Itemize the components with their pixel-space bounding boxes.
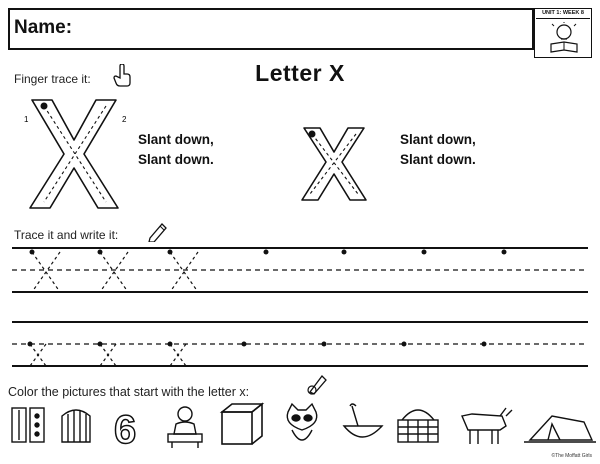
instruction-line: Slant down. <box>400 152 476 167</box>
raccoon-icon <box>286 402 318 441</box>
gate-icon <box>61 409 91 443</box>
letter-blocks-icon <box>11 407 45 443</box>
stroke-number-1: 1 <box>24 115 29 124</box>
lowercase-x-trace[interactable] <box>296 122 376 206</box>
child-at-desk-icon <box>167 406 203 448</box>
picnic-basket-icon <box>397 409 439 443</box>
instruction-line: Slant down, <box>400 132 476 147</box>
pointing-finger-icon <box>113 64 131 87</box>
finger-trace-label: Finger trace it: <box>14 72 91 86</box>
unit-box <box>534 8 592 58</box>
trace-write-label: Trace it and write it: <box>14 228 119 242</box>
uppercase-x-trace[interactable]: 1 2 <box>22 96 132 214</box>
traceable-lowercase-x <box>29 343 187 367</box>
name-box[interactable] <box>8 8 534 50</box>
stroke-number-2: 2 <box>122 115 127 124</box>
picture-row: 6 <box>11 402 596 452</box>
crayon-hand-icon <box>307 375 327 395</box>
handwriting-lines[interactable] <box>0 240 600 370</box>
name-label: Name: <box>14 17 73 38</box>
start-dots-row2 <box>27 341 487 347</box>
lightbulb-book-icon <box>550 22 578 53</box>
ox-icon <box>461 407 513 444</box>
page-title: Letter X <box>255 60 345 86</box>
color-pictures-label: Color the pictures that start with the l… <box>8 385 250 399</box>
box-icon <box>219 402 265 445</box>
pencil-icon <box>148 223 167 242</box>
tent-icon <box>524 415 596 443</box>
svg-text:6: 6 <box>114 408 136 452</box>
unit-label: UNIT 1: WEEK 8 <box>536 10 590 19</box>
mixing-bowl-icon <box>342 403 384 438</box>
number-six-icon: 6 <box>113 407 137 452</box>
uppercase-instructions: Slant down, Slant down. <box>138 130 214 170</box>
credit-text: ©The Moffatt Girls <box>551 453 592 459</box>
lowercase-instructions: Slant down, Slant down. <box>400 130 476 170</box>
traceable-uppercase-x <box>31 251 199 293</box>
instruction-line: Slant down, <box>138 132 214 147</box>
instruction-line: Slant down. <box>138 152 214 167</box>
start-dots-row1 <box>29 249 507 255</box>
